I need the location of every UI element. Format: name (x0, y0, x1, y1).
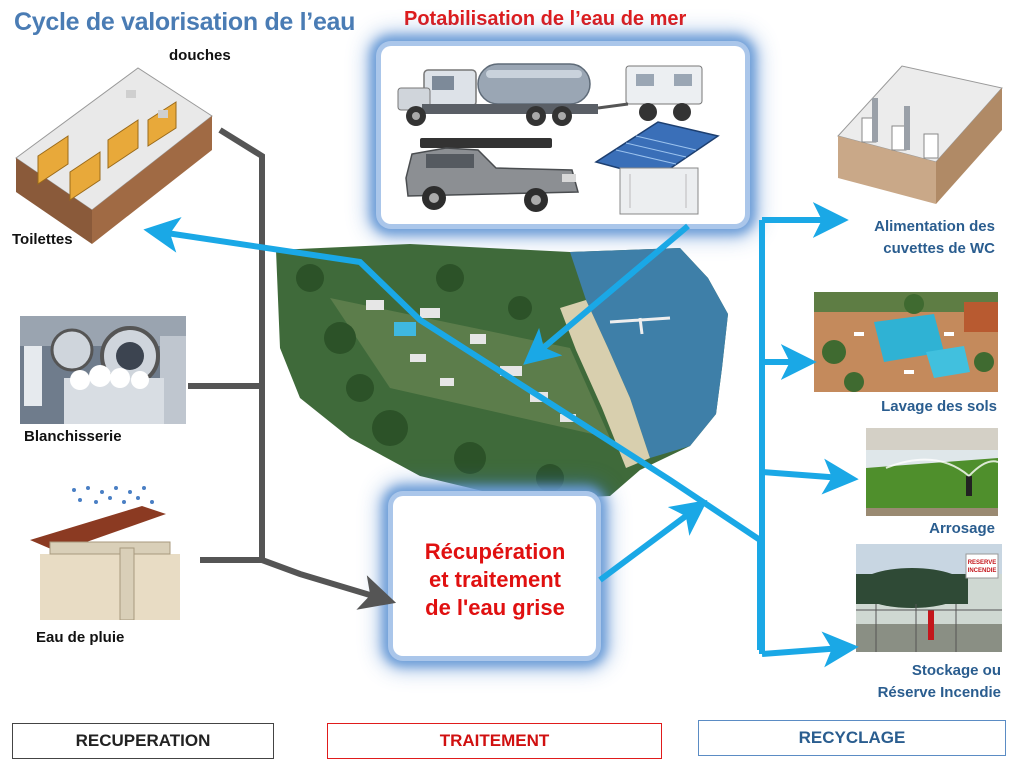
arrow-desalination-to-camp (523, 223, 690, 365)
fire-reserve-sign-line1: RESERVE (968, 560, 997, 566)
eau-de-pluie-label: Eau de pluie (36, 629, 125, 646)
stage-traitement: TRAITEMENT (327, 723, 662, 759)
arrow-to-treatment (260, 557, 397, 610)
swimming-pool (394, 322, 416, 336)
irrigation-photo (866, 428, 998, 516)
arrow-treatment-to-camp (598, 499, 708, 583)
fire-reserve-sign-line2: INCENDIE (968, 568, 997, 574)
laundry-photo (20, 316, 186, 424)
treatment-box (393, 496, 596, 656)
stage-recuperation: RECUPERATION (12, 723, 274, 759)
arrow-to-toilets (143, 217, 762, 543)
arrow-to-storage (761, 631, 859, 668)
collection-lines (188, 127, 397, 610)
desalination-illustration (397, 63, 720, 215)
wc-supply-label-line1: Alimentation des (874, 218, 995, 235)
trees (296, 264, 564, 492)
pool-area-photo (814, 292, 998, 392)
water-storage-photo: RESERVE INCENDIE (856, 544, 1002, 652)
stage-recyclage: RECYCLAGE (698, 720, 1006, 756)
watering-label: Arrosage (929, 520, 995, 537)
treatment-label-line2: et traitement (428, 567, 562, 592)
wc-room-illustration (837, 65, 1003, 204)
floor-washing-label: Lavage des sols (881, 398, 997, 415)
arrow-to-watering (761, 458, 859, 495)
storage-label-line1: Stockage ou (911, 662, 1001, 679)
rain-gutter-illustration (30, 486, 180, 620)
shower-toilet-block-illustration (15, 67, 213, 244)
treatment-label-line3: de l'eau grise (425, 595, 565, 620)
storage-label-line2: Réserve Incendie (877, 684, 1001, 701)
wc-supply-label: Alimentation des cuvettes de WC (820, 216, 995, 260)
treatment-label-line1: Récupération (424, 539, 566, 564)
desalination-title: Potabilisation de l’eau de mer (404, 8, 687, 30)
wc-supply-label-line2: cuvettes de WC (883, 240, 995, 257)
blanchisserie-label: Blanchisserie (24, 428, 122, 445)
toilettes-label: Toilettes (12, 231, 73, 248)
treatment-label: Récupération et traitement de l'eau gris… (404, 538, 586, 622)
line-from-showers (218, 127, 265, 560)
pickup-truck-icon (405, 138, 579, 212)
tanker-truck-icon (397, 63, 703, 126)
diagram-title: Cycle de valorisation de l’eau (14, 8, 356, 36)
douches-label: douches (169, 47, 231, 64)
solar-container-icon (594, 121, 720, 215)
storage-label: Stockage ou Réserve Incendie (820, 660, 1001, 704)
